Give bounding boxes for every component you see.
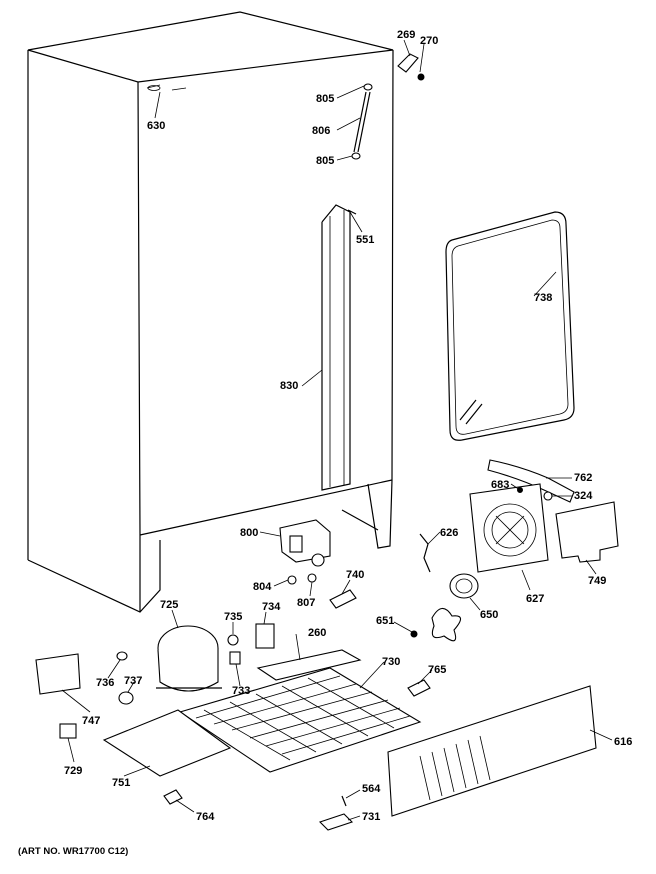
wire-626 bbox=[419, 533, 431, 573]
pan-260 bbox=[256, 649, 362, 681]
label-736: 736 bbox=[96, 677, 114, 689]
label-626: 626 bbox=[440, 527, 458, 539]
label-269: 269 bbox=[397, 29, 415, 41]
screw-564 bbox=[341, 795, 347, 807]
label-805: 805 bbox=[316, 155, 334, 167]
label-729: 729 bbox=[64, 765, 82, 777]
label-650: 650 bbox=[480, 609, 498, 621]
clip-740 bbox=[329, 589, 357, 609]
label-683: 683 bbox=[491, 479, 509, 491]
label-651: 651 bbox=[376, 615, 394, 627]
label-737: 737 bbox=[124, 675, 142, 687]
label-807: 807 bbox=[297, 597, 315, 609]
label-324: 324 bbox=[574, 490, 593, 502]
part-269-270 bbox=[397, 53, 425, 81]
label-731: 731 bbox=[362, 811, 380, 823]
part-736 bbox=[116, 651, 128, 661]
relay-734 bbox=[255, 623, 275, 649]
label-805: 805 bbox=[316, 93, 334, 105]
label-725: 725 bbox=[160, 599, 178, 611]
label-765: 765 bbox=[428, 664, 446, 676]
base-751 bbox=[102, 709, 232, 777]
part-807 bbox=[307, 573, 317, 583]
label-270: 270 bbox=[420, 35, 438, 47]
callout-labels: 269 270 805 806 805 630 551 738 830 762 … bbox=[64, 29, 632, 823]
duct-762 bbox=[487, 459, 575, 503]
label-764: 764 bbox=[196, 811, 215, 823]
label-733: 733 bbox=[232, 685, 250, 697]
label-730: 730 bbox=[382, 656, 400, 668]
part-804 bbox=[287, 575, 297, 585]
leader-lines bbox=[61, 39, 613, 821]
cover-747 bbox=[35, 653, 81, 695]
label-806: 806 bbox=[312, 125, 330, 137]
part-733 bbox=[229, 651, 241, 665]
label-804: 804 bbox=[253, 581, 272, 593]
label-751: 751 bbox=[112, 777, 130, 789]
label-734: 734 bbox=[262, 601, 281, 613]
label-749: 749 bbox=[588, 575, 606, 587]
part-765 bbox=[407, 679, 431, 697]
tube-806 bbox=[351, 83, 373, 160]
fan-blade bbox=[410, 607, 462, 642]
grille-616 bbox=[387, 685, 597, 817]
art-number-caption: (ART NO. WR17700 C12) bbox=[18, 846, 128, 857]
part-735 bbox=[227, 634, 239, 646]
label-616: 616 bbox=[614, 736, 632, 748]
label-740: 740 bbox=[346, 569, 364, 581]
gasket-738 bbox=[445, 211, 575, 441]
label-260: 260 bbox=[308, 627, 326, 639]
label-800: 800 bbox=[240, 527, 258, 539]
fan-housing-627 bbox=[469, 483, 549, 573]
label-630: 630 bbox=[147, 120, 165, 132]
condenser-730 bbox=[178, 667, 422, 773]
compressor-725 bbox=[156, 625, 222, 692]
part-737 bbox=[118, 691, 134, 705]
label-738: 738 bbox=[534, 292, 552, 304]
part-324 bbox=[543, 491, 553, 501]
label-564: 564 bbox=[362, 783, 381, 795]
label-762: 762 bbox=[574, 472, 592, 484]
cover-749 bbox=[555, 501, 619, 563]
label-747: 747 bbox=[82, 715, 100, 727]
cabinet bbox=[27, 11, 394, 613]
clip-731 bbox=[318, 813, 354, 831]
part-764 bbox=[163, 789, 183, 805]
label-551: 551 bbox=[356, 234, 374, 246]
label-830: 830 bbox=[280, 380, 298, 392]
label-627: 627 bbox=[526, 593, 544, 605]
motor-650 bbox=[449, 573, 479, 599]
part-729 bbox=[59, 723, 77, 739]
screw-551 bbox=[347, 209, 357, 215]
label-735: 735 bbox=[224, 611, 242, 623]
channel-830 bbox=[321, 204, 351, 491]
valve-800 bbox=[279, 519, 331, 567]
